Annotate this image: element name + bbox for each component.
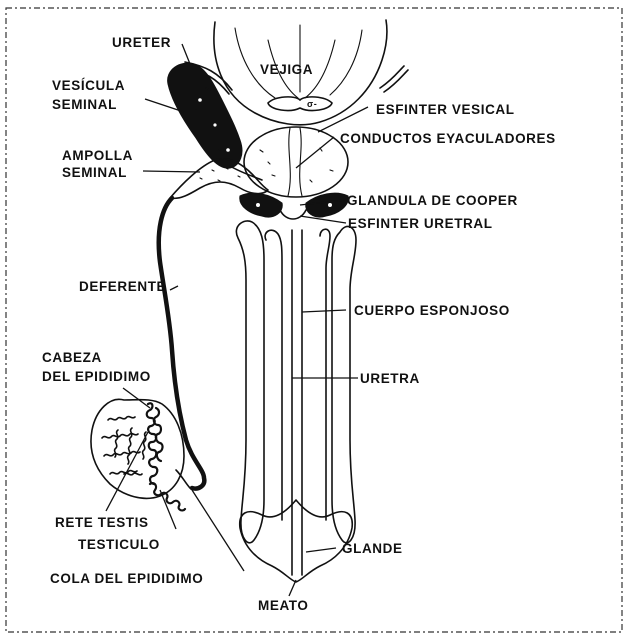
label-ampolla-2: SEMINAL	[62, 165, 127, 180]
label-cabeza-2: DEL EPIDIDIMO	[42, 369, 151, 384]
label-vejiga: VEJIGA	[260, 62, 313, 77]
svg-text:σ-: σ-	[307, 99, 317, 109]
label-cuerpo-esponjoso: CUERPO ESPONJOSO	[354, 303, 510, 318]
label-uretra: URETRA	[360, 371, 420, 386]
label-testiculo: TESTICULO	[78, 537, 160, 552]
label-ampolla-1: AMPOLLA	[62, 148, 133, 163]
label-conductos: CONDUCTOS EYACULADORES	[340, 131, 556, 146]
leader-lines	[106, 44, 368, 596]
penis-shaft	[236, 221, 356, 575]
label-deferente: DEFERENTE	[79, 279, 166, 294]
label-esfinter-uretral: ESFINTER URETRAL	[348, 216, 493, 231]
vas-deferens	[159, 198, 205, 489]
label-vesicula-2: SEMINAL	[52, 97, 117, 112]
label-cola-epididimo: COLA DEL EPIDIDIMO	[50, 571, 203, 586]
glans	[240, 500, 353, 582]
label-glande: GLANDE	[342, 541, 403, 556]
label-ureter: URETER	[112, 35, 171, 50]
label-rete-testis: RETE TESTIS	[55, 515, 149, 530]
testis	[91, 399, 190, 510]
label-meato: MEATO	[258, 598, 309, 613]
label-glandula-cooper: GLANDULA DE COOPER	[347, 193, 518, 208]
label-cabeza-1: CABEZA	[42, 350, 102, 365]
label-vesicula-1: VESÍCULA	[52, 78, 125, 93]
labels: URETER VEJIGA VESÍCULA SEMINAL ESFINTER …	[42, 35, 556, 613]
label-esfinter-vesical: ESFINTER VESICAL	[376, 102, 515, 117]
